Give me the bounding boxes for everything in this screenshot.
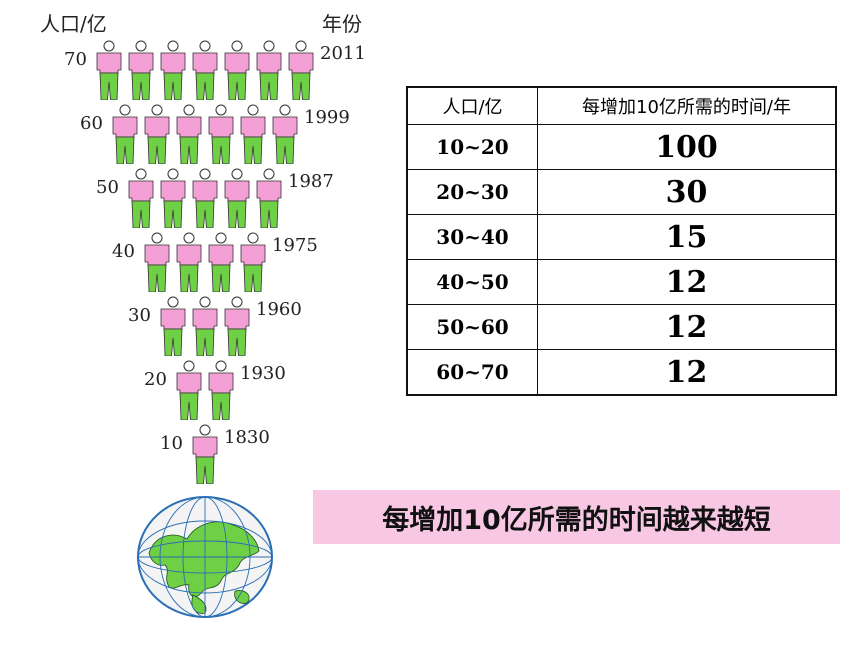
person-icon <box>240 232 266 292</box>
table-cell-range: 50~60 <box>406 304 538 350</box>
table-row: 50~60 12 <box>406 304 837 350</box>
person-icon <box>192 40 218 100</box>
year-label: 1975 <box>272 235 318 256</box>
year-label: 1960 <box>256 299 302 320</box>
population-label: 60 <box>80 113 103 134</box>
person-icon <box>160 40 186 100</box>
year-label: 1830 <box>224 427 270 448</box>
person-icon <box>224 40 250 100</box>
person-icon <box>208 360 234 420</box>
table-row: 20~30 30 <box>406 169 837 215</box>
person-icon <box>160 296 186 356</box>
person-icon <box>192 168 218 228</box>
person-icon <box>288 40 314 100</box>
table-cell-years: 15 <box>537 214 837 260</box>
y-axis-label: 人口/亿 <box>40 12 107 36</box>
table-cell-range: 30~40 <box>406 214 538 260</box>
year-label: 2011 <box>320 43 366 64</box>
person-icon <box>272 104 298 164</box>
table-cell-years: 12 <box>537 304 837 350</box>
table-cell-range: 60~70 <box>406 349 538 396</box>
person-icon <box>256 168 282 228</box>
population-label: 10 <box>160 433 183 454</box>
year-label: 1930 <box>240 363 286 384</box>
year-label: 1999 <box>304 107 350 128</box>
person-icon <box>112 104 138 164</box>
person-icon <box>144 232 170 292</box>
person-icon <box>192 296 218 356</box>
table-cell-years: 30 <box>537 169 837 215</box>
person-icon <box>224 168 250 228</box>
person-icon <box>160 168 186 228</box>
population-pictograph: 70 2011 60 1999 50 1987 40 1975 30 1960 20 1930 10 18… <box>0 0 400 484</box>
table-cell-years: 12 <box>537 349 837 396</box>
person-icon <box>208 232 234 292</box>
person-icon <box>96 40 122 100</box>
table-cell-years: 12 <box>537 259 837 305</box>
globe-icon <box>137 496 273 618</box>
table-row: 60~70 12 <box>406 349 837 396</box>
table-header-years: 每增加10亿所需的时间/年 <box>537 86 837 125</box>
person-icon <box>176 232 202 292</box>
conclusion-banner: 每增加10亿所需的时间越来越短 <box>313 490 840 544</box>
person-icon <box>176 360 202 420</box>
person-icon <box>240 104 266 164</box>
growth-time-table: 人口/亿 每增加10亿所需的时间/年 10~20 100 20~30 30 30… <box>406 86 837 396</box>
person-icon <box>144 104 170 164</box>
population-label: 30 <box>128 305 151 326</box>
table-row: 30~40 15 <box>406 214 837 260</box>
person-icon <box>224 296 250 356</box>
person-icon <box>176 104 202 164</box>
person-icon <box>128 40 154 100</box>
table-cell-years: 100 <box>537 124 837 170</box>
table-row: 40~50 12 <box>406 259 837 305</box>
population-label: 20 <box>144 369 167 390</box>
person-icon <box>128 168 154 228</box>
year-label: 1987 <box>288 171 334 192</box>
globe-land <box>234 590 250 604</box>
table-header-population: 人口/亿 <box>406 86 538 125</box>
globe-grid <box>138 497 272 617</box>
table-cell-range: 10~20 <box>406 124 538 170</box>
x-axis-label: 年份 <box>322 12 362 36</box>
table-header-row: 人口/亿 每增加10亿所需的时间/年 <box>406 86 837 125</box>
population-label: 40 <box>112 241 135 262</box>
person-icon <box>256 40 282 100</box>
table-cell-range: 40~50 <box>406 259 538 305</box>
table-row: 10~20 100 <box>406 124 837 170</box>
person-icon <box>208 104 234 164</box>
person-icon <box>192 424 218 484</box>
table-cell-range: 20~30 <box>406 169 538 215</box>
population-label: 70 <box>64 49 87 70</box>
population-label: 50 <box>96 177 119 198</box>
